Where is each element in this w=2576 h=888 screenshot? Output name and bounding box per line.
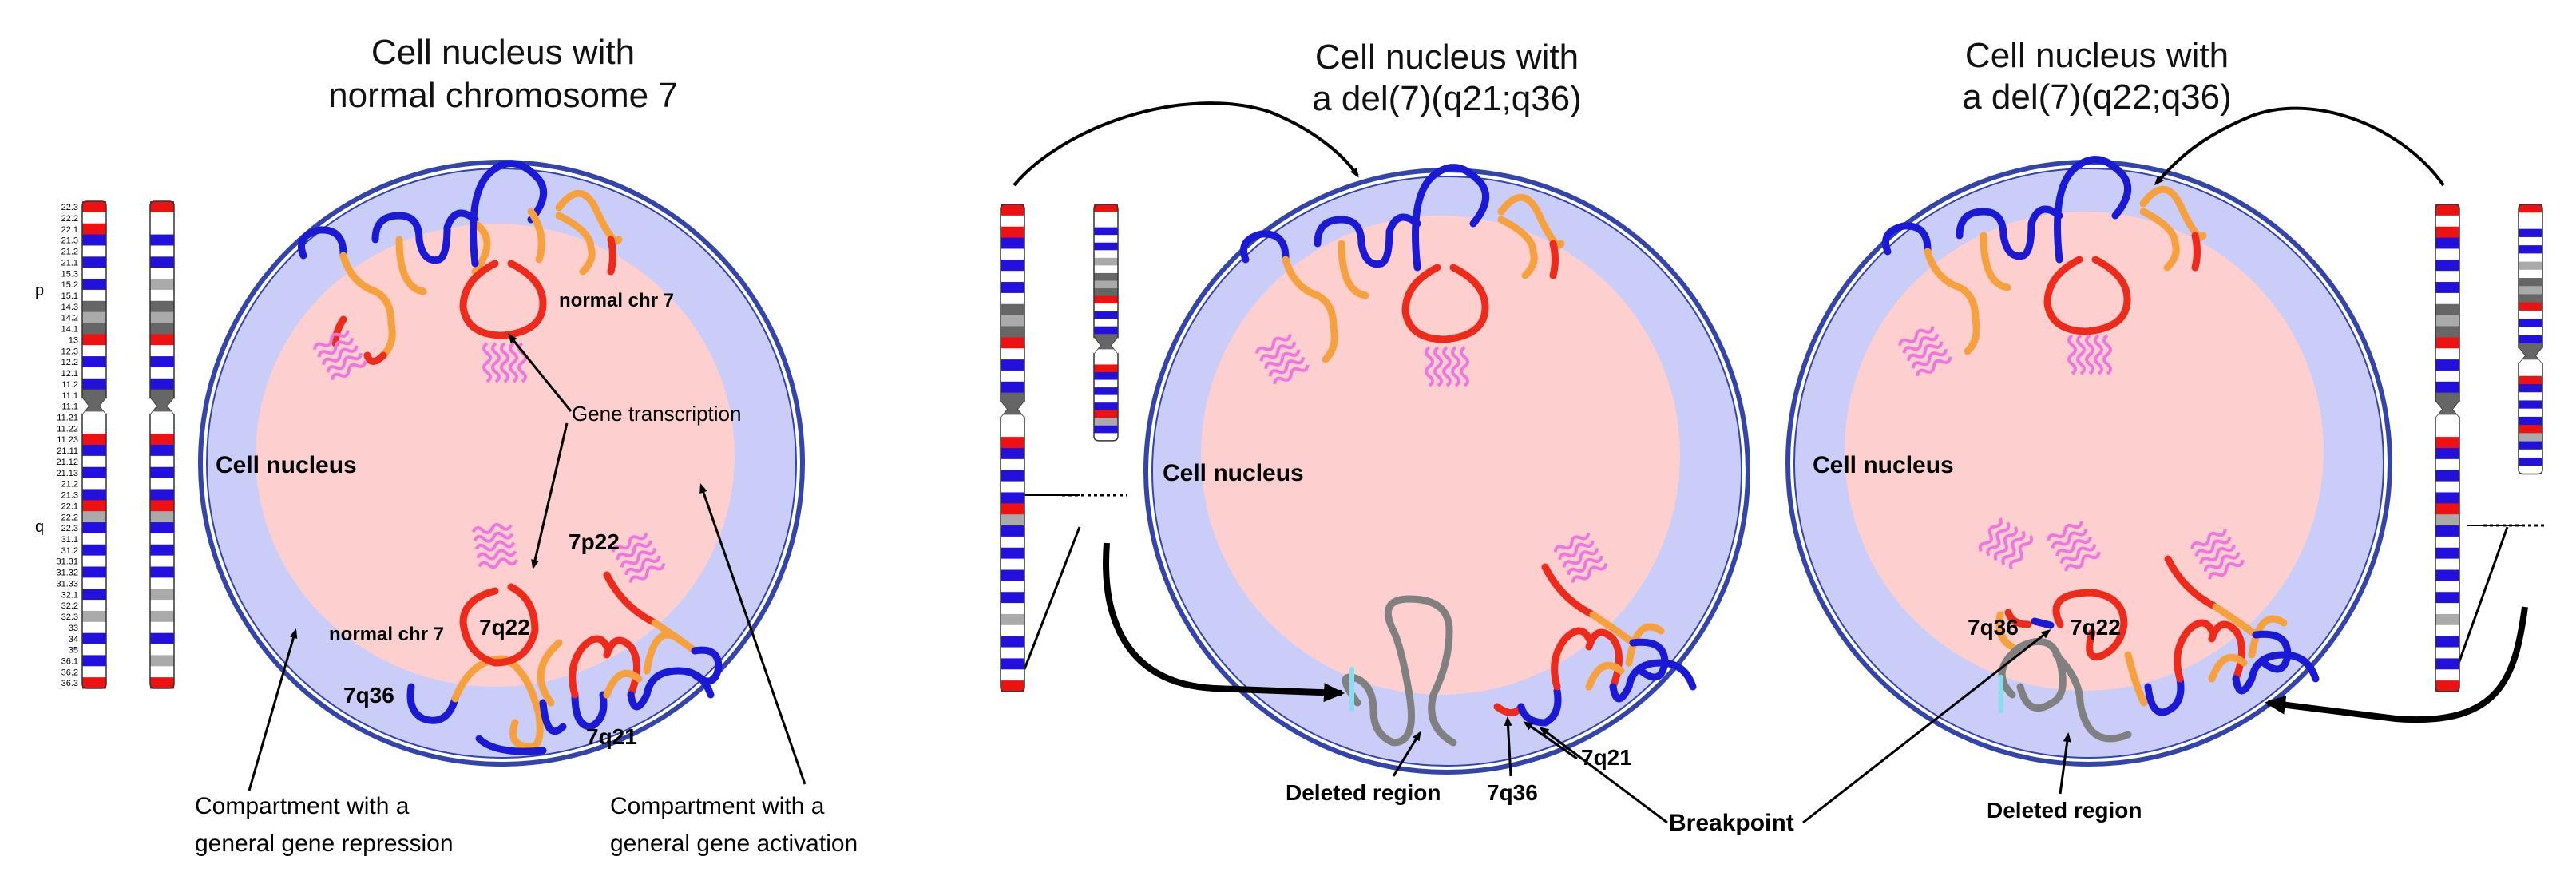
ideogram-band-label: 11.1 [61, 402, 78, 412]
panel2-nucleus-label: Cell nucleus [1163, 460, 1304, 486]
ideogram-band-label: 11.2 [61, 380, 78, 390]
panel3-chromatin-bottom [1995, 555, 2320, 743]
panel1-chromatin-bottom [406, 571, 723, 755]
ideogram-band-label: 36.1 [61, 657, 78, 667]
panel-normal: Cell nucleus with normal chromosome 7 Ce… [195, 33, 858, 857]
ideogram-band-label: 31.2 [61, 546, 78, 556]
ideogram-band-label: 31.1 [61, 535, 78, 545]
label-7q22-panel3: 7q22 [2070, 615, 2121, 640]
panel2-chromatin-bottom [1342, 563, 1697, 747]
ideogram-band-label: 36.3 [61, 679, 78, 688]
label-deleted-region-panel2: Deleted region [1286, 780, 1441, 805]
panel-del-q21-q36: Cell nucleus with a del(7)(q21;q36) Cell… [1000, 38, 1750, 805]
panel1-nucleus-label: Cell nucleus [216, 452, 357, 478]
ideogram-band-label: 12.2 [61, 358, 78, 367]
ideogram-chr7-normal-panel3 [2435, 204, 2460, 692]
label-7q21-panel2: 7q21 [1581, 745, 1632, 770]
label-7p22-panel1: 7p22 [569, 529, 620, 554]
caption-activation-line2: general gene activation [610, 831, 858, 857]
label-normal-chr7-bottom: normal chr 7 [329, 624, 444, 645]
ideogram-band-label: 12.1 [61, 369, 78, 379]
ideogram-band-label: 11.21 [57, 414, 78, 423]
ideogram-band-label: 33 [69, 624, 78, 633]
panel-del-q22-q36: Cell nucleus with a del(7)(q22;q36) Cell… [1785, 36, 2543, 823]
ideogram-band-label: 35 [69, 646, 78, 656]
ideogram-band-label: 21.2 [61, 248, 78, 257]
label-gene-transcription: Gene transcription [572, 402, 741, 426]
ideogram-band-label: 15.1 [61, 291, 78, 301]
ideogram-band-label: 22.3 [61, 203, 78, 212]
label-normal-chr7-top: normal chr 7 [559, 290, 674, 311]
panel3-title-line1: Cell nucleus with [1965, 36, 2229, 75]
ideogram-band-label: 14.1 [61, 325, 78, 335]
ideogram-band-label: 14.3 [61, 303, 78, 312]
panel1-chromatin-top [298, 160, 623, 365]
ideogram-band-label: 21.12 [56, 458, 78, 467]
label-7q36-panel3: 7q36 [1968, 615, 2019, 640]
label-breakpoint: Breakpoint [1669, 810, 1794, 836]
ideogram-band-label: 15.2 [61, 280, 78, 290]
ideogram-band-label: 13 [69, 335, 78, 345]
ideogram-band-label: 36.2 [61, 668, 78, 677]
label-7q36-panel1: 7q36 [343, 683, 394, 708]
ideogram-band-label: 21.3 [61, 491, 78, 501]
panel1-nucleus [198, 160, 805, 767]
label-7q21-panel1: 7q21 [586, 724, 637, 749]
ideogram-band-label: 21.1 [61, 258, 78, 268]
ideogram-chr7-deleted-q22 [2518, 204, 2543, 475]
ideogram-band-label: 21.11 [57, 446, 78, 456]
ideogram-band-label: 22.2 [61, 214, 78, 224]
label-deleted-region-panel3: Deleted region [1987, 798, 2142, 823]
ideogram-band-label: 21.3 [61, 236, 78, 246]
ideogram-chr7-deleted-q21 [1093, 204, 1119, 442]
ideogram-chr7-normal-a [81, 200, 107, 689]
panel2-title-line1: Cell nucleus with [1315, 38, 1579, 77]
ideogram-band-label: 31.32 [56, 569, 78, 578]
ideogram-band-label: 32.1 [61, 590, 78, 600]
ideogram-chr7-normal-b [149, 200, 175, 689]
panel2-title-line2: a del(7)(q21;q36) [1312, 79, 1582, 118]
panel3-arrows [2059, 106, 2528, 795]
ideogram-band-label: 11.22 [57, 424, 78, 434]
ideogram-band-label: 34 [69, 635, 78, 644]
ideogram-band-label: 22.2 [61, 513, 78, 522]
panel2-chromatin-top [1240, 164, 1565, 363]
ideogram-band-label: 11.1 [61, 391, 78, 401]
panel3-nucleus-label: Cell nucleus [1813, 452, 1954, 478]
ideogram-band-label: 21.2 [61, 480, 78, 490]
ideogram-q-arm-label: q [35, 518, 44, 536]
panel1-title-line2: normal chromosome 7 [328, 76, 678, 115]
panel3-nucleus [1785, 160, 2392, 767]
ideogram-band-label: 22.1 [61, 225, 78, 235]
ideogram-band-label: 22.3 [61, 524, 78, 533]
panel3-title-line2: a del(7)(q22;q36) [1962, 77, 2232, 117]
ideogram-band-label: 15.3 [61, 269, 78, 279]
ideogram-band-labels: 22.322.222.121.321.221.115.315.215.114.3… [56, 203, 78, 688]
ideogram-p-arm-label: p [35, 282, 44, 299]
ideogram-band-label: 14.2 [61, 314, 78, 323]
caption-activation-line1: Compartment with a [610, 793, 825, 819]
caption-repression-line2: general gene repression [195, 831, 454, 857]
panel1-arrows [248, 333, 806, 791]
ideogram-band-label: 22.1 [61, 501, 78, 511]
panel2-arrows [1013, 101, 1578, 777]
panel3-chromatin-top [1882, 156, 2207, 355]
ideogram-band-label: 11.23 [57, 435, 78, 445]
ideogram-band-label: 32.3 [61, 612, 78, 622]
ideogram-band-label: 21.13 [56, 469, 78, 478]
panel1-title-line1: Cell nucleus with [371, 33, 635, 72]
label-7q36-panel2: 7q36 [1487, 780, 1538, 805]
ideogram-band-label: 12.3 [61, 347, 78, 356]
ideogram-band-label: 31.31 [56, 557, 78, 567]
ideogram-band-label: 32.2 [61, 601, 78, 611]
caption-repression-line1: Compartment with a [195, 793, 410, 819]
breakpoint-arrows [1539, 629, 2051, 824]
ideogram-chr7-normal-panel2 [1000, 204, 1025, 692]
label-7q22-panel1: 7q22 [479, 615, 530, 640]
ideogram-band-label: 31.33 [56, 579, 78, 589]
